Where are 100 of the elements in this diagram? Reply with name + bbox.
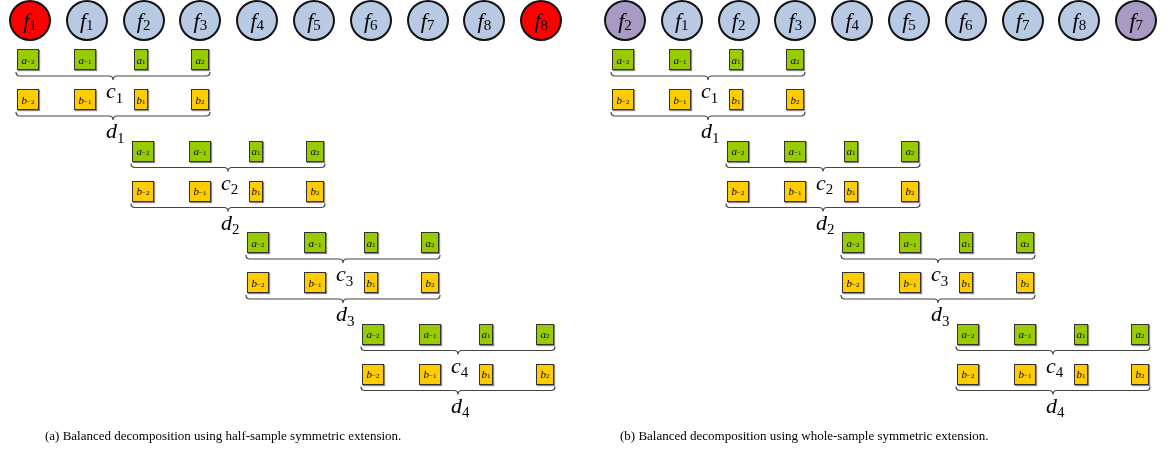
circle-node: f$_{8}$ (463, 0, 506, 41)
coefficient-square: a$_{2}$ (191, 49, 209, 70)
brace-label: d$_{3}$ (931, 303, 950, 325)
circle-node: f$_{4}$ (236, 0, 279, 41)
coefficient-square: b$_{1}$ (959, 272, 973, 293)
coefficient-square: b$_{−1}$ (899, 272, 921, 293)
coefficient-square: a$_{−1}$ (899, 232, 921, 253)
coefficient-square: a$_{2}$ (306, 140, 324, 162)
circle-node: f$_{2}$ (604, 0, 646, 41)
coefficient-square: a$_{−2}$ (727, 140, 749, 162)
caption: (b) Balanced decomposition using whole-sample symmetric extension. (620, 427, 990, 445)
coefficient-square: b$_{2}$ (1016, 272, 1034, 293)
coefficient-square: a$_{1}$ (249, 140, 263, 162)
brace-label: c$_{4}$ (451, 354, 469, 377)
coefficient-square: b$_{−1}$ (669, 89, 691, 110)
circle-node: f$_{5}$ (888, 0, 930, 41)
coefficient-square: b$_{−2}$ (612, 89, 634, 110)
circle-node: f$_{1}$ (65, 0, 108, 41)
brace-label: c$_{3}$ (336, 263, 354, 285)
coefficient-square: b$_{−1}$ (1014, 363, 1036, 385)
coefficient-square: a$_{−2}$ (132, 140, 154, 162)
brace-label: c$_{4}$ (1046, 354, 1064, 377)
coefficient-square: b$_{2}$ (421, 272, 439, 293)
coefficient-square: b$_{−1}$ (189, 180, 211, 202)
coefficient-square: a$_{2}$ (1131, 323, 1149, 345)
circle-node: f$_{8}$ (520, 0, 563, 41)
coefficient-square: a$_{−1}$ (669, 49, 691, 70)
coefficient-square: b$_{2}$ (786, 89, 804, 110)
coefficient-square: a$_{2}$ (536, 323, 554, 345)
brace-label: d$_{4}$ (451, 394, 470, 417)
circle-node: f$_{1}$ (9, 0, 51, 41)
coefficient-square: a$_{2}$ (786, 49, 804, 70)
circle-node: f$_{2}$ (122, 0, 165, 41)
coefficient-square: a$_{−2}$ (842, 232, 864, 253)
brace-label: d$_{4}$ (1046, 394, 1065, 417)
circle-node: f$_{4}$ (831, 0, 874, 41)
circle-node: f$_{6}$ (944, 0, 987, 41)
coefficient-square: a$_{1}$ (729, 49, 743, 70)
coefficient-square: b$_{1}$ (134, 89, 148, 110)
coefficient-square: a$_{2}$ (901, 140, 919, 162)
circle-node: f$_{7}$ (1001, 0, 1044, 41)
coefficient-square: b$_{−1}$ (784, 180, 806, 202)
caption: (a) Balanced decomposition using half-sample symmetric extension. (45, 427, 403, 445)
coefficient-square: a$_{−2}$ (247, 232, 269, 253)
coefficient-square: a$_{−2}$ (612, 49, 634, 70)
coefficient-square: b$_{1}$ (479, 363, 493, 385)
coefficient-square: b$_{−2}$ (727, 180, 749, 202)
coefficient-square: a$_{−1}$ (189, 140, 211, 162)
brace-label: c$_{1}$ (701, 80, 719, 102)
brace-label: c$_{3}$ (931, 263, 949, 285)
coefficient-square: b$_{1}$ (364, 272, 378, 293)
coefficient-square: b$_{−2}$ (957, 363, 979, 385)
coefficient-square: a$_{−1}$ (304, 232, 326, 253)
coefficient-square: b$_{2}$ (901, 180, 919, 202)
brace-label: c$_{2}$ (221, 171, 239, 194)
coefficient-square: b$_{−2}$ (362, 363, 384, 385)
circle-node: f$_{2}$ (717, 0, 760, 41)
coefficient-square: b$_{1}$ (844, 180, 858, 202)
coefficient-square: a$_{1}$ (844, 140, 858, 162)
coefficient-square: a$_{−1}$ (74, 49, 96, 70)
brace-label: d$_{1}$ (106, 120, 125, 142)
coefficient-square: a$_{1}$ (479, 323, 493, 345)
coefficient-square: a$_{1}$ (134, 49, 148, 70)
circle-node: f$_{3}$ (179, 0, 222, 41)
circle-node: f$_{7}$ (1115, 0, 1158, 41)
coefficient-square: a$_{−1}$ (419, 323, 441, 345)
coefficient-square: a$_{1}$ (959, 232, 973, 253)
coefficient-square: b$_{−1}$ (304, 272, 326, 293)
coefficient-square: a$_{2}$ (1016, 232, 1034, 253)
coefficient-square: b$_{−2}$ (17, 89, 39, 110)
brace-label: d$_{2}$ (816, 211, 835, 234)
coefficient-square: b$_{1}$ (1074, 363, 1088, 385)
coefficient-square: b$_{1}$ (729, 89, 743, 110)
circle-node: f$_{1}$ (660, 0, 703, 41)
brace-label: d$_{2}$ (221, 211, 240, 234)
coefficient-square: a$_{−2}$ (362, 323, 384, 345)
coefficient-square: a$_{−1}$ (784, 140, 806, 162)
coefficient-square: b$_{2}$ (1131, 363, 1149, 385)
coefficient-square: b$_{−2}$ (247, 272, 269, 293)
coefficient-square: b$_{−2}$ (132, 180, 154, 202)
brace-label: c$_{1}$ (106, 80, 124, 102)
coefficient-square: b$_{−1}$ (74, 89, 96, 110)
coefficient-square: b$_{2}$ (191, 89, 209, 110)
brace-label: d$_{3}$ (336, 303, 355, 325)
coefficient-square: b$_{−1}$ (419, 363, 441, 385)
coefficient-square: a$_{−1}$ (1014, 323, 1036, 345)
circle-node: f$_{6}$ (349, 0, 392, 41)
circle-node: f$_{3}$ (774, 0, 817, 41)
coefficient-square: b$_{2}$ (536, 363, 554, 385)
brace-label: d$_{1}$ (701, 120, 720, 142)
coefficient-square: a$_{1}$ (364, 232, 378, 253)
coefficient-square: a$_{2}$ (421, 232, 439, 253)
coefficient-square: b$_{1}$ (249, 180, 263, 202)
coefficient-square: a$_{1}$ (1074, 323, 1088, 345)
brace-label: c$_{2}$ (816, 171, 834, 194)
coefficient-square: a$_{−2}$ (957, 323, 979, 345)
circle-node: f$_{7}$ (406, 0, 449, 41)
circle-node: f$_{8}$ (1058, 0, 1101, 41)
coefficient-square: a$_{−2}$ (17, 49, 39, 70)
coefficient-square: b$_{−2}$ (842, 272, 864, 293)
